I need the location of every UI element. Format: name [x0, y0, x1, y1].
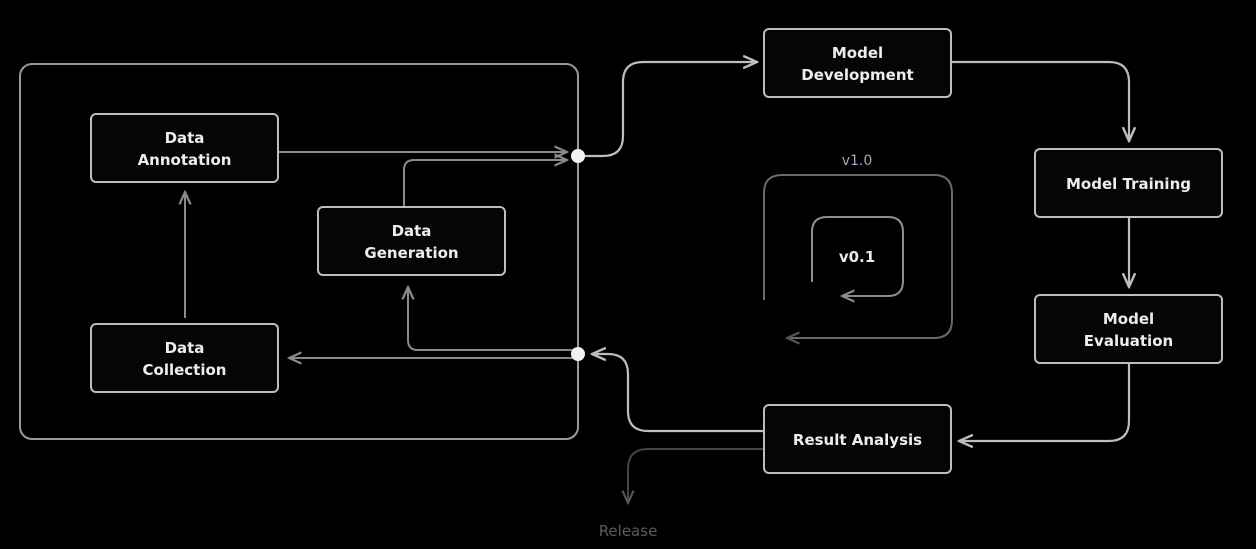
node-model-development-label-line1: Model — [832, 44, 883, 62]
node-data-generation-label-line2: Generation — [364, 244, 458, 262]
junction-top — [571, 149, 585, 163]
edge-junction-to-development — [578, 62, 757, 158]
edge-evaluation-to-analysis — [959, 364, 1131, 441]
node-model-training-label: Model Training — [1066, 175, 1191, 193]
junction-bottom — [571, 347, 585, 361]
outer-version-label: v1.0 — [842, 153, 873, 169]
node-model-training: Model Training — [1034, 148, 1223, 218]
node-result-analysis: Result Analysis — [763, 404, 952, 474]
node-data-collection-label-line2: Collection — [143, 361, 227, 379]
node-data-generation-label-line1: Data — [392, 222, 432, 240]
node-model-evaluation-label-line2: Evaluation — [1084, 332, 1173, 350]
node-data-annotation-label-line2: Annotation — [138, 151, 232, 169]
node-data-annotation: Data Annotation — [90, 113, 279, 183]
inner-version-label: v0.1 — [839, 248, 875, 266]
node-model-evaluation: Model Evaluation — [1034, 294, 1223, 364]
inner-iteration-loop — [811, 216, 904, 296]
edge-generation-to-junction — [403, 160, 567, 206]
node-data-generation: Data Generation — [317, 206, 506, 276]
release-label: Release — [599, 522, 658, 540]
node-model-development: Model Development — [763, 28, 952, 98]
outer-iteration-loop — [763, 174, 953, 338]
node-result-analysis-label: Result Analysis — [793, 431, 922, 449]
node-data-collection-label-line1: Data — [165, 339, 205, 357]
node-data-annotation-label-line1: Data — [165, 129, 205, 147]
node-model-evaluation-label-line1: Model — [1103, 310, 1154, 328]
edge-junction-to-generation — [408, 287, 578, 351]
edge-analysis-to-release — [628, 448, 763, 503]
edge-analysis-to-junction — [592, 354, 763, 433]
edge-development-to-training — [952, 60, 1129, 141]
node-data-collection: Data Collection — [90, 323, 279, 393]
node-model-development-label-line2: Development — [801, 66, 913, 84]
data-group-container — [19, 63, 579, 440]
